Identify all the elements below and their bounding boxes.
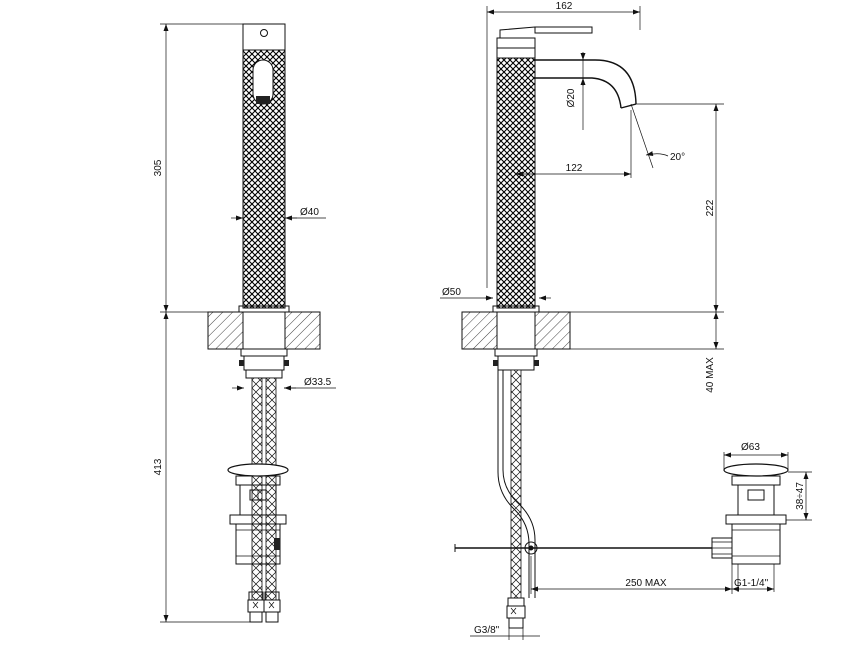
front-dimensions: [160, 23, 336, 623]
side-spout: [535, 59, 637, 109]
side-braided-hoses: [497, 369, 536, 629]
dim-waste-height: 38÷47: [795, 482, 806, 510]
dim-outlet-diameter: Ø20: [566, 88, 577, 107]
front-popup-waste: [227, 463, 289, 565]
side-popup-waste: [711, 463, 789, 592]
side-countertop: [461, 311, 571, 350]
dim-base-diameter: Ø50: [442, 287, 461, 298]
dim-waste-diameter: Ø63: [741, 442, 760, 453]
side-faucet-body: [492, 57, 540, 313]
front-countertop: [207, 311, 321, 350]
dim-front-height-below: 413: [153, 458, 164, 475]
side-dimensions: [440, 6, 812, 640]
side-pull-rod: [454, 541, 712, 555]
dimension-labels: 305 413 Ø40 Ø33.5 162 Ø20 122 20° 222 40…: [153, 1, 806, 636]
dim-spout-reach: 122: [566, 163, 583, 174]
dim-waste-thread: G1-1/4": [734, 578, 769, 589]
side-lever: [496, 26, 593, 59]
side-fixing-nut: [493, 348, 539, 371]
dim-spout-height: 222: [705, 199, 716, 216]
front-view: [160, 23, 336, 623]
dim-front-height-above: 305: [153, 159, 164, 176]
dim-deck-thickness: 40 MAX: [705, 357, 716, 393]
dim-rod-length: 250 MAX: [625, 578, 666, 589]
dim-shank-diameter: Ø33.5: [304, 377, 332, 388]
dim-body-diameter: Ø40: [300, 207, 319, 218]
dim-overall-width: 162: [556, 1, 573, 12]
dim-angle: 20°: [670, 152, 685, 163]
front-fixing-nut: [239, 348, 289, 379]
front-faucet-body: [238, 23, 290, 313]
side-view: [440, 6, 812, 640]
dim-supply-thread: G3/8": [474, 625, 500, 636]
